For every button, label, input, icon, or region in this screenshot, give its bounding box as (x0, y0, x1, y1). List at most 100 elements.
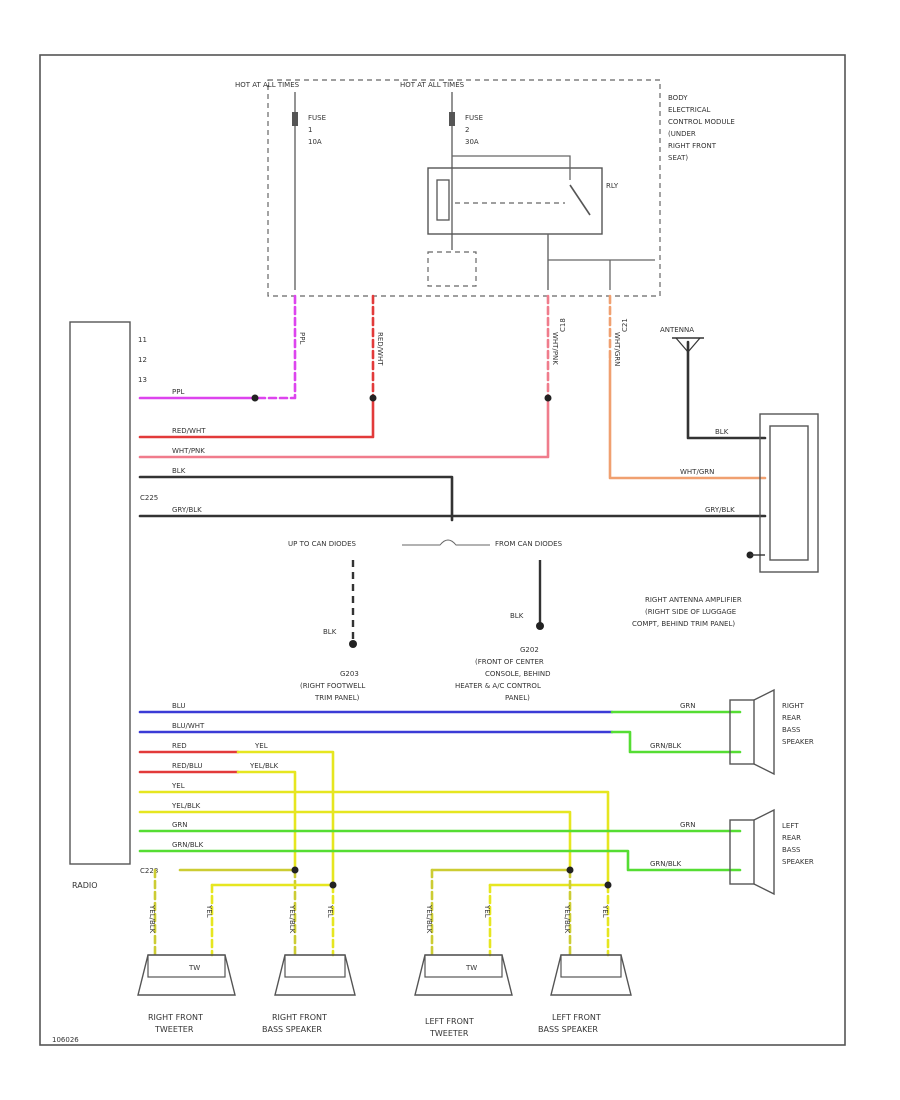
spk3-w2: YEL (483, 904, 491, 918)
svg-text:LEFT: LEFT (782, 822, 799, 830)
svg-text:CONTROL MODULE: CONTROL MODULE (668, 118, 735, 126)
svg-text:G202: G202 (520, 646, 539, 654)
spk3-name-b: TWEETER (429, 1029, 469, 1038)
splice-redwht (369, 394, 377, 402)
relay-label: RLY (606, 182, 619, 190)
label-whtgrn-amp: WHT/GRN (680, 468, 714, 476)
spk3-name-a: LEFT FRONT (425, 1017, 474, 1026)
antenna-icon-r (687, 337, 701, 353)
fuse2-label-a: FUSE (465, 114, 483, 122)
wire-yel-rfb (236, 750, 335, 887)
svg-text:ELECTRICAL: ELECTRICAL (668, 106, 711, 114)
label-up-can: UP TO CAN DIODES (288, 540, 356, 548)
spk4-w2: YEL (601, 904, 609, 918)
svg-text:BODY: BODY (668, 94, 688, 102)
module-label: BODY ELECTRICAL CONTROL MODULE (UNDER RI… (668, 94, 735, 162)
svg-text:HEATER & A/C CONTROL: HEATER & A/C CONTROL (455, 682, 541, 690)
antenna-amplifier-inner (769, 425, 809, 561)
splice-rf-a (291, 866, 299, 874)
svg-text:12: 12 (138, 356, 147, 364)
splice-whtpnk (544, 394, 552, 402)
fuse1-label-c: 10A (308, 138, 322, 146)
label-c225: C225 (140, 494, 158, 502)
spk1-w2: YEL (205, 904, 213, 918)
svg-text:(FRONT OF CENTER: (FRONT OF CENTER (475, 658, 544, 666)
footer-code: 106026 (52, 1036, 79, 1044)
connector-c18: C18 (559, 318, 567, 332)
wire-whtgrn (608, 358, 767, 480)
ground-g202-label: G202 (FRONT OF CENTER CONSOLE, BEHIND HE… (455, 646, 551, 702)
ground-g202-dot (536, 622, 544, 630)
label-grnblk: GRN/BLK (172, 841, 204, 849)
svg-text:(RIGHT FOOTWELL: (RIGHT FOOTWELL (300, 682, 365, 690)
svg-text:11: 11 (138, 336, 147, 344)
label-grnblk-rr: GRN/BLK (650, 742, 682, 750)
label-gryblk: GRY/BLK (172, 506, 202, 514)
ground-g202-wire-label: BLK (510, 612, 524, 620)
fuse2-symbol (449, 112, 455, 126)
wire-grnblk-lr (138, 849, 742, 872)
tag-yel: YEL (254, 742, 268, 750)
spk4-name-b: BASS SPEAKER (538, 1025, 598, 1034)
splice-lf-a (566, 866, 574, 874)
label-from-can: FROM CAN DIODES (495, 540, 563, 548)
amp-label: RIGHT ANTENNA AMPLIFIER (RIGHT SIDE OF L… (632, 596, 742, 628)
right-rear-speaker (729, 699, 755, 765)
fuse2-label-c: 30A (465, 138, 479, 146)
svg-text:COMPT, BEHIND TRIM PANEL): COMPT, BEHIND TRIM PANEL) (632, 620, 735, 628)
splice-rf-b (329, 881, 337, 889)
label-grn-lr: GRN (680, 821, 696, 829)
wire-yel-lf (138, 790, 610, 887)
svg-text:TRIM PANEL): TRIM PANEL) (314, 694, 360, 702)
right-rear-speaker-cone (753, 688, 775, 776)
right-rear-label: RIGHT REAR BASS SPEAKER (782, 702, 814, 746)
relay-box (427, 167, 603, 235)
wire-whtpnk (138, 396, 550, 459)
tweeter-symbol: TW (188, 964, 200, 972)
label-whtpnk: WHT/PNK (172, 447, 205, 455)
fuse1-label-a: FUSE (308, 114, 326, 122)
wire-yelblk-lf (138, 810, 572, 872)
svg-text:RIGHT ANTENNA AMPLIFIER: RIGHT ANTENNA AMPLIFIER (645, 596, 742, 604)
svg-text:BASS: BASS (782, 846, 801, 854)
label-redwht: RED/WHT (172, 427, 206, 435)
fuse1-label-b: 1 (308, 126, 312, 134)
hot-label-right: HOT AT ALL TIMES (400, 81, 465, 89)
vlabel-whtpnk: WHT/PNK (551, 332, 559, 365)
diagram-frame (39, 54, 846, 1046)
spk3-w1: YEL/BLK (425, 904, 433, 934)
svg-text:13: 13 (138, 376, 147, 384)
label-grn: GRN (172, 821, 188, 829)
spk2-w1: YEL/BLK (288, 904, 296, 934)
speaker-right-front-bass (274, 954, 356, 996)
label-bluwht: BLU/WHT (172, 722, 205, 730)
ground-g203-wire-label: BLK (323, 628, 337, 636)
svg-text:REAR: REAR (782, 714, 801, 722)
svg-text:REAR: REAR (782, 834, 801, 842)
splice-ppl (251, 394, 259, 402)
spk4-w1: YEL/BLK (563, 904, 571, 934)
speaker-left-front-tweeter: TW (414, 954, 513, 996)
wire-antenna (686, 340, 767, 440)
svg-text:G203: G203 (340, 670, 359, 678)
fuse2-label-b: 2 (465, 126, 469, 134)
wire-ppl-vertical (253, 294, 297, 400)
vlabel-ppl: PPL (298, 332, 306, 344)
antenna-icon-l (675, 337, 689, 353)
spk4-name-a: LEFT FRONT (552, 1013, 601, 1022)
spk1-name-a: RIGHT FRONT (148, 1013, 203, 1022)
label-yelblk: YEL/BLK (171, 802, 201, 810)
bcm-box (267, 79, 661, 297)
label-gry-amp: GRY/BLK (705, 506, 735, 514)
hot-label-left: HOT AT ALL TIMES (235, 81, 300, 89)
label-blk-antenna: BLK (715, 428, 729, 436)
connector-c21: C21 (621, 318, 629, 332)
svg-text:SPEAKER: SPEAKER (782, 858, 814, 866)
radio-label: RADIO (72, 881, 98, 890)
spk2-name-b: BASS SPEAKER (262, 1025, 322, 1034)
label-blu: BLU (172, 702, 185, 710)
left-rear-label: LEFT REAR BASS SPEAKER (782, 822, 814, 866)
radio-box (69, 321, 131, 865)
spk1-name-b: TWEETER (154, 1025, 194, 1034)
left-rear-speaker (729, 819, 755, 885)
